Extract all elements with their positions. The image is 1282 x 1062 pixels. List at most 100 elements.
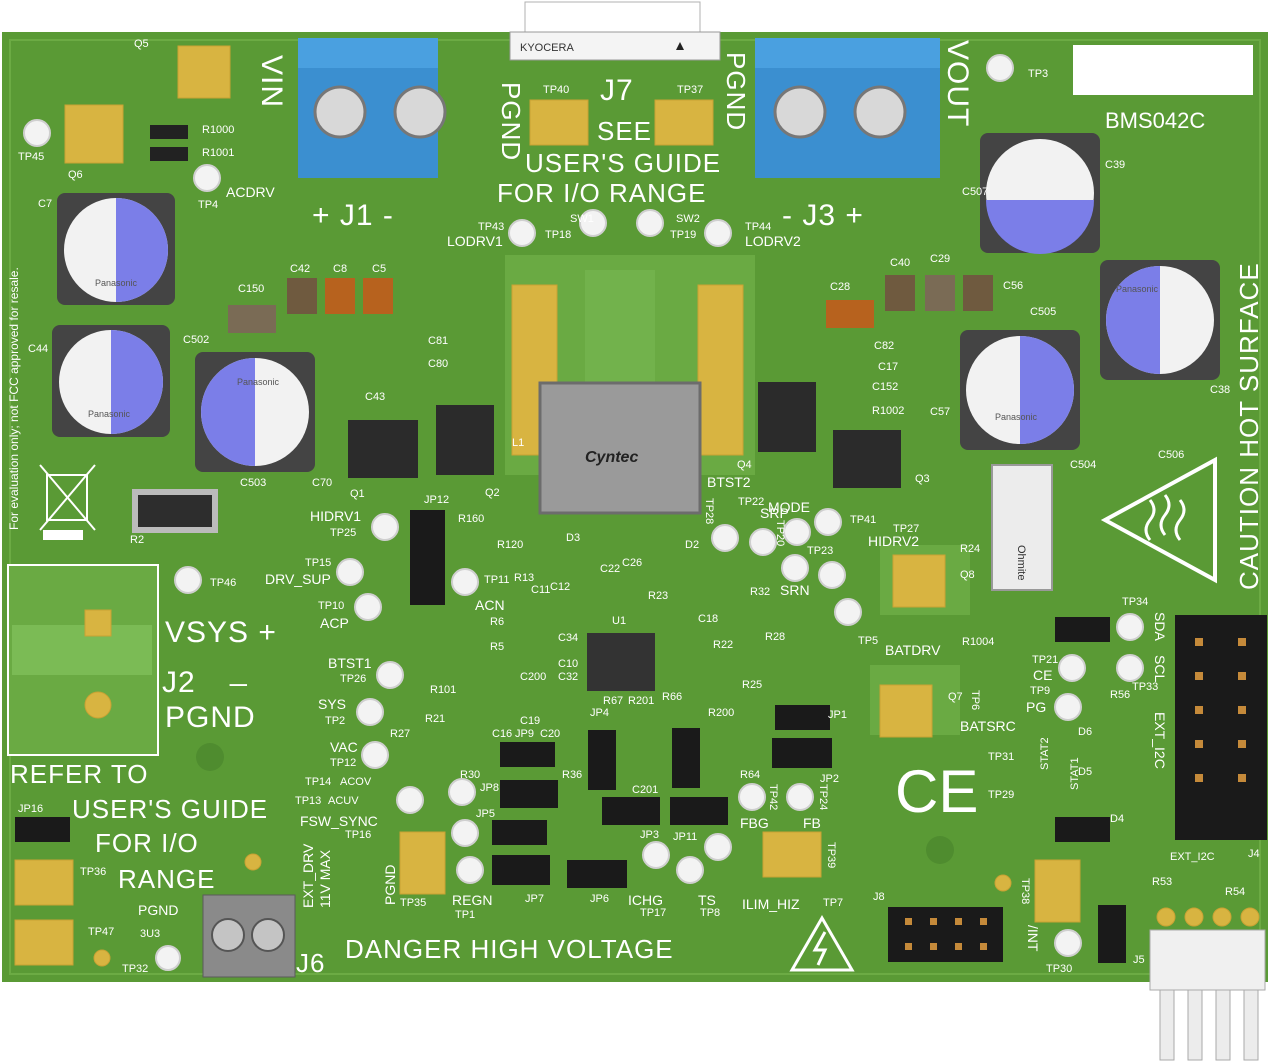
jumper-jp16[interactable] bbox=[15, 817, 70, 842]
tp47-pad[interactable] bbox=[14, 919, 74, 966]
jumper-jp14[interactable] bbox=[1098, 905, 1126, 963]
tp23-label: TP23 bbox=[807, 545, 833, 557]
j5-pad-1 bbox=[1156, 907, 1176, 927]
btst1-label: BTST1 bbox=[328, 655, 372, 671]
tp32[interactable] bbox=[155, 945, 181, 971]
header-j8[interactable] bbox=[888, 907, 1003, 962]
tp38-pad[interactable] bbox=[1034, 859, 1081, 923]
c82-ref: C82 bbox=[874, 340, 894, 352]
tp23[interactable] bbox=[781, 554, 809, 582]
tp35-label: TP35 bbox=[400, 897, 426, 909]
tp24[interactable] bbox=[786, 783, 814, 811]
tp10[interactable] bbox=[354, 593, 382, 621]
jumper-jp4[interactable] bbox=[588, 730, 616, 790]
jumper-jp15[interactable] bbox=[1055, 817, 1110, 842]
refer-line-2: USER'S GUIDE bbox=[72, 794, 268, 824]
tp16[interactable] bbox=[451, 819, 479, 847]
jp4-ref: JP4 bbox=[590, 707, 609, 719]
jp12-ref: JP12 bbox=[424, 494, 449, 506]
jp6-ref: JP6 bbox=[590, 893, 609, 905]
test-points bbox=[23, 54, 1144, 971]
tp46[interactable] bbox=[174, 566, 202, 594]
tp33[interactable] bbox=[1116, 654, 1144, 682]
jumper-jp12[interactable] bbox=[410, 510, 445, 605]
j1-screw-2-icon[interactable] bbox=[393, 85, 447, 139]
jumper-jp7[interactable] bbox=[492, 855, 550, 885]
jumpers bbox=[15, 510, 1126, 963]
c34-ref: C34 bbox=[558, 632, 578, 644]
tp36-pad[interactable] bbox=[14, 859, 74, 906]
tp11[interactable] bbox=[451, 568, 479, 596]
tp37-label: TP37 bbox=[677, 84, 703, 96]
jumper-jp13[interactable] bbox=[1055, 617, 1110, 642]
tp15[interactable] bbox=[336, 558, 364, 586]
tp37-pad[interactable] bbox=[654, 99, 714, 146]
tp40-pad[interactable] bbox=[529, 99, 589, 146]
tp20-label: TP20 bbox=[774, 520, 786, 546]
resistor-r1000 bbox=[150, 125, 188, 139]
jumper-jp9[interactable] bbox=[500, 742, 555, 767]
tp8-label: TP8 bbox=[700, 907, 720, 919]
hot-surface-icon bbox=[1100, 456, 1217, 584]
ext-i2c-vertical: EXT_I2C bbox=[1152, 712, 1168, 769]
q5-ref: Q5 bbox=[134, 38, 149, 50]
tp7[interactable] bbox=[704, 833, 732, 861]
tp9[interactable] bbox=[1054, 693, 1082, 721]
tp8[interactable] bbox=[676, 856, 704, 884]
j3-screw-1-icon[interactable] bbox=[773, 85, 827, 139]
tp22[interactable] bbox=[749, 528, 777, 556]
tp14[interactable] bbox=[448, 778, 476, 806]
tp20[interactable] bbox=[783, 518, 811, 546]
q1-ref: Q1 bbox=[350, 488, 365, 500]
tp34[interactable] bbox=[1116, 613, 1144, 641]
tp30[interactable] bbox=[1054, 929, 1082, 957]
tp19[interactable] bbox=[636, 209, 664, 237]
tp45[interactable] bbox=[23, 119, 51, 147]
jumper-jp6[interactable] bbox=[567, 860, 627, 888]
jumper-jp10[interactable] bbox=[672, 728, 700, 788]
j3-screw-2-icon[interactable] bbox=[853, 85, 907, 139]
tp27[interactable] bbox=[818, 561, 846, 589]
jumper-jp3[interactable] bbox=[602, 797, 660, 825]
pin1-marker-icon bbox=[676, 42, 684, 50]
tp17[interactable] bbox=[642, 841, 670, 869]
connector-j5-body[interactable] bbox=[1149, 929, 1266, 991]
j1-screw-1-icon[interactable] bbox=[313, 85, 367, 139]
tp35-pad[interactable] bbox=[399, 831, 446, 895]
tp25[interactable] bbox=[371, 513, 399, 541]
tp2[interactable] bbox=[356, 698, 384, 726]
tp19-label: TP19 bbox=[670, 229, 696, 241]
tp39-pad[interactable] bbox=[762, 831, 822, 878]
tp44[interactable] bbox=[704, 219, 732, 247]
tp41[interactable] bbox=[814, 508, 842, 536]
jumper-jp11[interactable] bbox=[670, 797, 728, 825]
tp18[interactable] bbox=[579, 209, 607, 237]
jumper-jp1[interactable] bbox=[775, 705, 830, 730]
r54-ref: R54 bbox=[1225, 886, 1245, 898]
tp34-label: TP34 bbox=[1122, 596, 1148, 608]
header-j4[interactable] bbox=[1175, 615, 1267, 840]
j6-screw-2-icon[interactable] bbox=[251, 918, 285, 952]
tp28[interactable] bbox=[711, 524, 739, 552]
j6-screw-1-icon[interactable] bbox=[211, 918, 245, 952]
tp5[interactable] bbox=[834, 598, 862, 626]
regn-label: REGN bbox=[452, 892, 492, 908]
tp22-label: TP22 bbox=[738, 496, 764, 508]
jumper-jp2[interactable] bbox=[772, 738, 832, 768]
tp1[interactable] bbox=[456, 856, 484, 884]
tp21[interactable] bbox=[1058, 654, 1086, 682]
tp13[interactable] bbox=[396, 786, 424, 814]
j2-pad-1[interactable] bbox=[84, 609, 112, 637]
tp12[interactable] bbox=[361, 741, 389, 769]
j2-pad-2[interactable] bbox=[84, 691, 112, 719]
tp43[interactable] bbox=[508, 219, 536, 247]
danger-label: DANGER HIGH VOLTAGE bbox=[345, 934, 674, 964]
jp16-ref: JP16 bbox=[18, 803, 43, 815]
tp42[interactable] bbox=[738, 783, 766, 811]
jumper-jp5[interactable] bbox=[492, 820, 547, 845]
jumper-jp8[interactable] bbox=[500, 780, 558, 808]
r21-ref: R21 bbox=[425, 713, 445, 725]
tp3[interactable] bbox=[986, 54, 1014, 82]
tp4[interactable] bbox=[193, 164, 221, 192]
tp26[interactable] bbox=[376, 661, 404, 689]
